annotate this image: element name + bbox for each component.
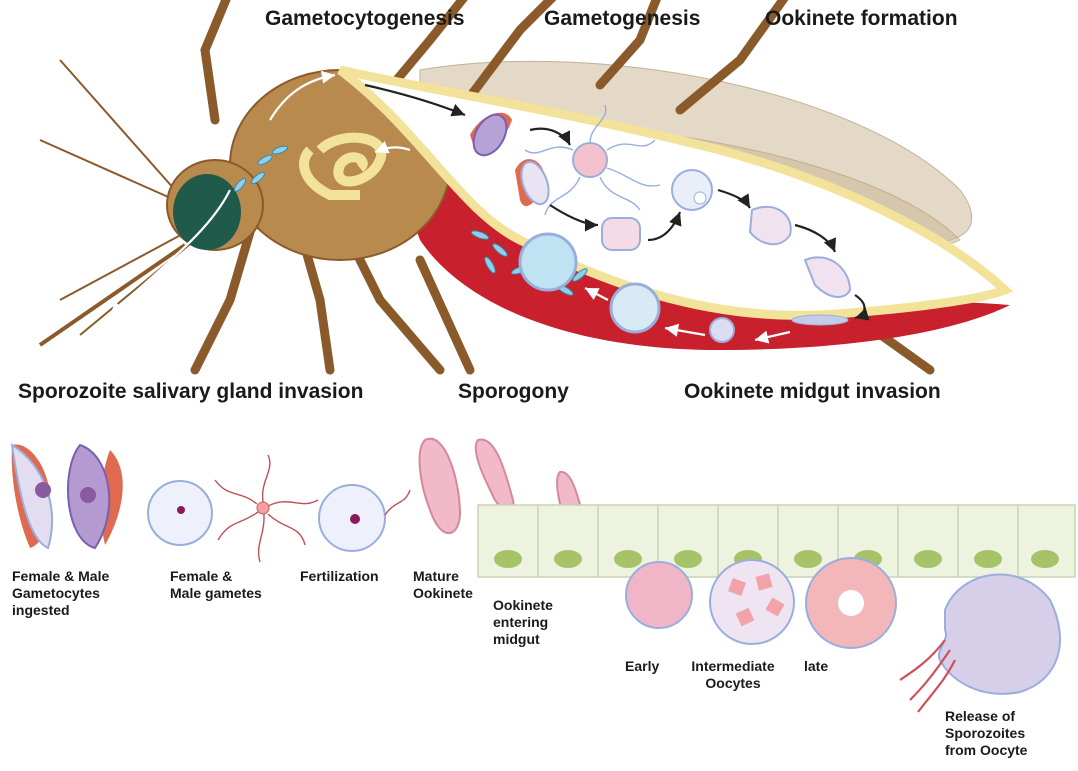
stage-title-ookinete-formation: Ookinete formation <box>765 7 958 31</box>
proboscis <box>40 245 185 345</box>
caption-gametocytes: Female & Male Gametocytes ingested <box>12 568 142 619</box>
stage-title-sporogony: Sporogony <box>458 380 569 404</box>
stage-title-ookinete-midgut-invasion: Ookinete midgut invasion <box>684 380 941 404</box>
midgut-epithelium <box>478 505 1075 577</box>
caption-late-oocyte: late <box>804 658 828 675</box>
early-oocyst <box>626 562 692 628</box>
caption-mature-ookinete: Mature Ookinete <box>413 568 483 602</box>
caption-early-oocyte: Early <box>625 658 659 675</box>
stage-title-sporozoite-invasion: Sporozoite salivary gland invasion <box>18 380 363 404</box>
gametocytes-figure <box>12 444 123 548</box>
gametes-figure <box>148 455 410 562</box>
compound-eye-icon <box>173 174 241 250</box>
caption-intermediate-oocytes: Intermediate Oocytes <box>683 658 783 692</box>
oocyst-in-gut <box>710 318 734 342</box>
stage-title-gametocytogenesis: Gametocytogenesis <box>265 7 465 31</box>
caption-gametes: Female & Male gametes <box>170 568 265 602</box>
caption-fertilization: Fertilization <box>300 568 379 585</box>
mosquito-illustration <box>40 0 1010 370</box>
stage-title-gametogenesis: Gametogenesis <box>544 7 700 31</box>
intermediate-oocyst <box>710 560 794 644</box>
caption-release-sporozoites: Release of Sporozoites from Oocyte <box>945 708 1040 759</box>
caption-ookinete-entering: Ookinete entering midgut <box>493 597 573 648</box>
rupturing-oocyst <box>939 575 1060 694</box>
